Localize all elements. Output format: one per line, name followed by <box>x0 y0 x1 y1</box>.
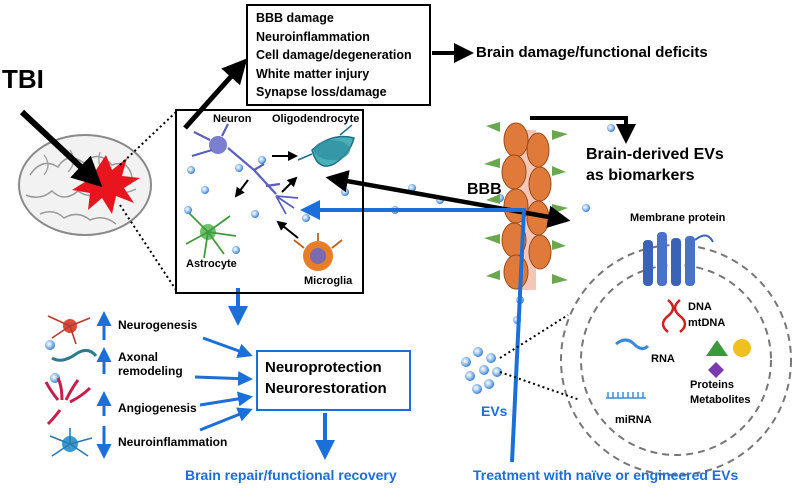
treatment-arrow <box>300 200 527 463</box>
outcome-box <box>256 350 411 411</box>
cell-arrow-4 <box>276 220 299 239</box>
metabolites-text: Metabolites <box>690 394 751 406</box>
protein-circle-icon <box>733 339 751 357</box>
bbb-label: BBB <box>467 181 502 198</box>
evs-label: EVs <box>481 403 508 419</box>
membrane-protein-icon <box>643 232 714 286</box>
astrocyte-label: Astrocyte <box>186 258 237 270</box>
axonal-remodeling-text: Axonal remodeling <box>118 350 183 378</box>
ev-cargo-inner <box>580 264 772 456</box>
damage-item-white-matter: White matter injury <box>256 66 370 81</box>
cell-arrow-2 <box>234 179 249 198</box>
astrocyte-illustration <box>185 211 237 259</box>
dna-icon <box>661 299 687 333</box>
biomarker-line-2: as biomarkers <box>586 167 695 184</box>
biomarker-line-1: Brain-derived EVs <box>586 146 724 163</box>
arrow-axonal <box>194 371 253 387</box>
dna-text: DNA <box>688 301 712 313</box>
zoom-line-top <box>119 111 177 166</box>
treatment-label: Treatment with naïve or engineered EVs <box>473 467 739 483</box>
angiogenesis-label: Angiogenesis <box>118 401 197 415</box>
angiogenesis-icon <box>44 377 92 426</box>
proteins-label: Proteins Metabolites <box>690 378 751 408</box>
microglia-label: Microglia <box>304 275 353 287</box>
cell-box <box>175 109 364 294</box>
tbi-arrow <box>19 109 103 188</box>
neurogenesis-cell-icon <box>47 315 91 345</box>
arrow-neuroinflammation <box>199 407 253 432</box>
neuroinflammation-label: Neuroinflammation <box>118 435 228 449</box>
dna-label: DNA mtDNA <box>688 299 725 331</box>
neuroprotection-text: Neuroprotection <box>265 359 382 376</box>
protein-diamond-icon <box>708 362 724 378</box>
damage-item-cell-damage: Cell damage/degeneration <box>256 48 412 63</box>
proteins-text: Proteins <box>690 379 735 391</box>
axonal-remodeling-icon <box>51 349 98 362</box>
cargo-zoom-line-bottom <box>499 371 581 401</box>
damage-list: BBB damage Neuroinflammation Cell damage… <box>246 4 431 106</box>
biomarker-label: Brain-derived EVs as biomarkers <box>586 144 724 186</box>
oligodendrocyte-illustration <box>297 124 355 167</box>
cell-arrow-3 <box>281 176 298 193</box>
mirna-icon <box>606 392 646 399</box>
arrow-angiogenesis <box>199 391 253 407</box>
bbb-crossing-arrow <box>325 170 571 228</box>
mtdna-text: mtDNA <box>688 317 726 329</box>
neurogenesis-label: Neurogenesis <box>118 318 198 332</box>
damage-item-neuroinflammation: Neuroinflammation <box>256 29 370 44</box>
damage-item-bbb: BBB damage <box>256 11 334 25</box>
protein-triangle-icon <box>706 340 728 356</box>
tbi-label: TBI <box>2 64 44 94</box>
biomarker-arrow <box>530 116 636 144</box>
neurorestoration-text: Neurorestoration <box>265 380 387 397</box>
neuron-label: Neuron <box>213 113 252 125</box>
arrow-neurogenesis <box>202 336 253 358</box>
microglia-illustration <box>293 233 343 271</box>
mirna-label: miRNA <box>615 414 652 426</box>
neuroinflammation-cell-icon <box>49 428 93 457</box>
axonal-remodeling-label: Axonal remodeling <box>118 350 188 378</box>
neuron-illustration <box>191 123 299 215</box>
damage-outcome: Brain damage/functional deficits <box>476 44 708 61</box>
oligodendrocyte-label: Oligodendrocyte <box>272 113 360 125</box>
zoom-line-bottom <box>119 204 177 291</box>
repair-outcome: Brain repair/functional recovery <box>185 467 397 483</box>
to-damage-arrow <box>183 58 248 130</box>
rna-icon <box>615 338 650 351</box>
outcome-box-label: Neuroprotection Neurorestoration <box>265 357 387 399</box>
rna-label: RNA <box>651 353 675 365</box>
cargo-zoom-line-top <box>499 314 569 359</box>
damage-item-synapse-loss: Synapse loss/damage <box>256 85 387 100</box>
membrane-protein-label: Membrane protein <box>630 212 726 224</box>
